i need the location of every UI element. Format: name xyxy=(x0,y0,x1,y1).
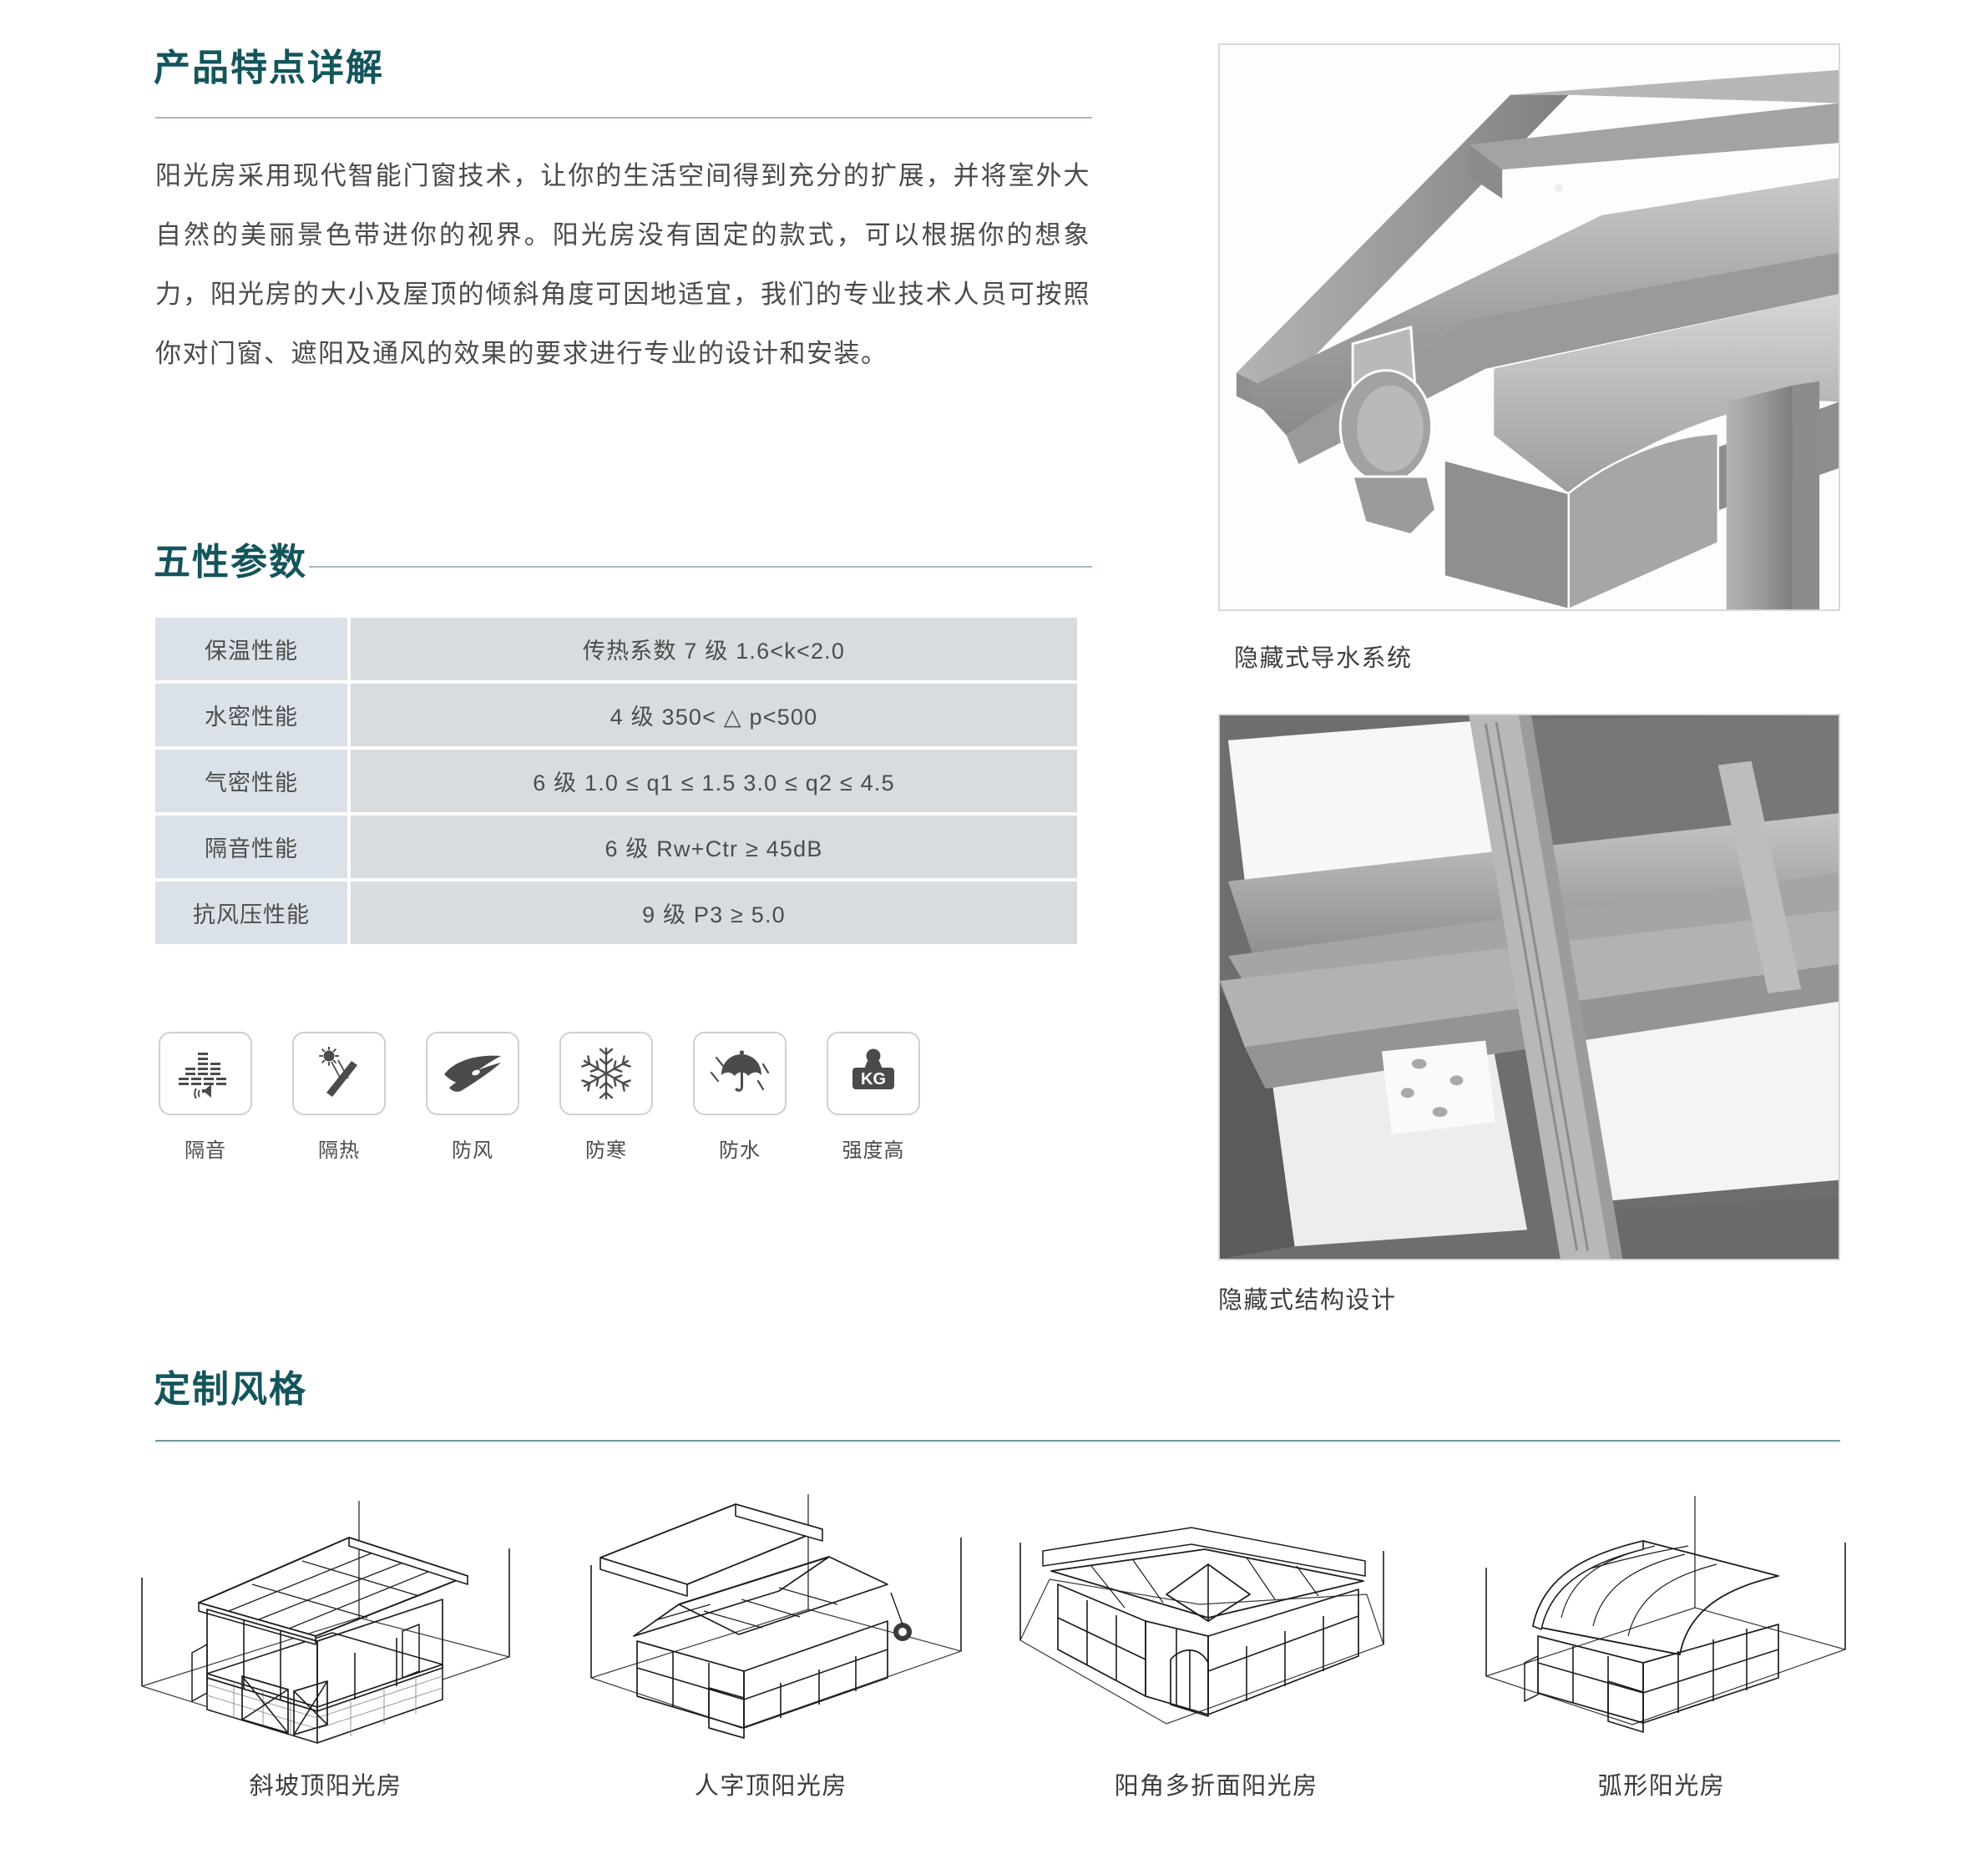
gallery-item-sloped-roof: 斜坡顶阳光房 xyxy=(109,1477,543,1801)
multi-faceted-corner-sunroom-drawing xyxy=(999,1477,1434,1745)
section-title-text: 五性参数 xyxy=(154,542,307,583)
feature-item-sound-insulation: 隔音 xyxy=(159,1032,252,1163)
section-rule-product-features xyxy=(155,117,1092,119)
table-cell-key: 保温性能 xyxy=(155,618,347,680)
feature-label: 隔热 xyxy=(318,1139,360,1162)
table-cell-value: 4 级 350< △ p<500 xyxy=(351,684,1077,746)
spec-table: 保温性能 传热系数 7 级 1.6<k<2.0 水密性能 4 级 350< △ … xyxy=(155,618,1077,944)
drainage-system-photo xyxy=(1218,43,1840,611)
section-heading-product-features: 产品特点详解 xyxy=(154,50,384,87)
gallery-caption: 人字顶阳光房 xyxy=(694,1773,847,1800)
icon-chip xyxy=(693,1032,787,1115)
heat-insulation-icon xyxy=(311,1047,367,1100)
icon-chip xyxy=(426,1032,519,1115)
snowflake-icon xyxy=(579,1046,634,1101)
table-row: 气密性能 6 级 1.0 ≤ q1 ≤ 1.5 3.0 ≤ q2 ≤ 4.5 xyxy=(155,750,1077,812)
umbrella-rain-icon xyxy=(710,1048,770,1099)
section-title-text: 产品特点详解 xyxy=(154,48,384,88)
feature-item-water-proof: 防水 xyxy=(693,1032,787,1163)
table-cell-key: 隔音性能 xyxy=(155,816,347,878)
intro-paragraph: 阳光房采用现代智能门窗技术，让你的生活空间得到充分的扩展，并将室外大自然的美丽景… xyxy=(155,161,1090,368)
svg-text:KG: KG xyxy=(861,1070,886,1089)
gallery-caption: 阳角多折面阳光房 xyxy=(1114,1773,1318,1800)
feature-label: 强度高 xyxy=(842,1139,905,1162)
table-cell-value: 6 级 1.0 ≤ q1 ≤ 1.5 3.0 ≤ q2 ≤ 4.5 xyxy=(351,750,1077,812)
table-row: 保温性能 传热系数 7 级 1.6<k<2.0 xyxy=(155,618,1077,680)
section-heading-five-parameters: 五性参数 xyxy=(154,544,307,581)
feature-label: 防风 xyxy=(452,1139,493,1162)
section-title-text: 定制风格 xyxy=(154,1369,307,1410)
style-gallery: 斜坡顶阳光房 xyxy=(109,1477,1879,1801)
table-cell-key: 气密性能 xyxy=(155,750,347,812)
wind-proof-icon xyxy=(443,1054,503,1093)
photo-caption-drainage: 隐藏式导水系统 xyxy=(1234,645,1413,672)
gable-roof-sunroom-drawing xyxy=(554,1477,988,1745)
gallery-caption: 斜坡顶阳光房 xyxy=(249,1773,402,1800)
icon-chip xyxy=(559,1032,653,1115)
kg-weight-icon: KG xyxy=(844,1048,903,1099)
feature-item-cold-proof: 防寒 xyxy=(559,1032,653,1163)
feature-label: 隔音 xyxy=(185,1139,226,1162)
section-rule-custom-styles xyxy=(155,1440,1840,1442)
icon-chip xyxy=(159,1032,252,1115)
gallery-item-gable-roof: 人字顶阳光房 xyxy=(554,1477,988,1801)
icon-chip: KG xyxy=(827,1032,920,1115)
sloped-roof-sunroom-drawing xyxy=(109,1477,543,1745)
table-cell-key: 水密性能 xyxy=(155,684,347,746)
feature-item-heat-insulation: 隔热 xyxy=(292,1032,386,1163)
feature-icon-strip: 隔音 xyxy=(159,1032,920,1163)
photo-caption-structure: 隐藏式结构设计 xyxy=(1218,1287,1397,1314)
table-cell-value: 6 级 Rw+Ctr ≥ 45dB xyxy=(351,816,1077,878)
table-row: 水密性能 4 级 350< △ p<500 xyxy=(155,684,1077,746)
hidden-structure-photo xyxy=(1218,714,1840,1260)
feature-label: 防寒 xyxy=(585,1139,627,1162)
icon-chip xyxy=(292,1032,386,1115)
gallery-caption: 弧形阳光房 xyxy=(1597,1773,1726,1800)
feature-item-wind-proof: 防风 xyxy=(426,1032,519,1163)
section-rule-five-parameters xyxy=(309,566,1092,568)
table-cell-value: 传热系数 7 级 1.6<k<2.0 xyxy=(351,618,1077,680)
table-row: 隔音性能 6 级 Rw+Ctr ≥ 45dB xyxy=(155,816,1077,878)
curved-roof-sunroom-drawing xyxy=(1444,1477,1879,1745)
sound-insulation-icon xyxy=(177,1048,234,1099)
table-row: 抗风压性能 9 级 P3 ≥ 5.0 xyxy=(155,881,1077,944)
feature-item-high-strength: KG 强度高 xyxy=(827,1032,920,1163)
table-cell-key: 抗风压性能 xyxy=(155,881,347,944)
section-heading-custom-styles: 定制风格 xyxy=(154,1371,307,1408)
gallery-item-multi-faceted: 阳角多折面阳光房 xyxy=(999,1477,1434,1801)
table-cell-value: 9 级 P3 ≥ 5.0 xyxy=(351,881,1077,944)
gallery-item-curved-roof: 弧形阳光房 xyxy=(1444,1477,1879,1801)
feature-label: 防水 xyxy=(719,1139,761,1162)
